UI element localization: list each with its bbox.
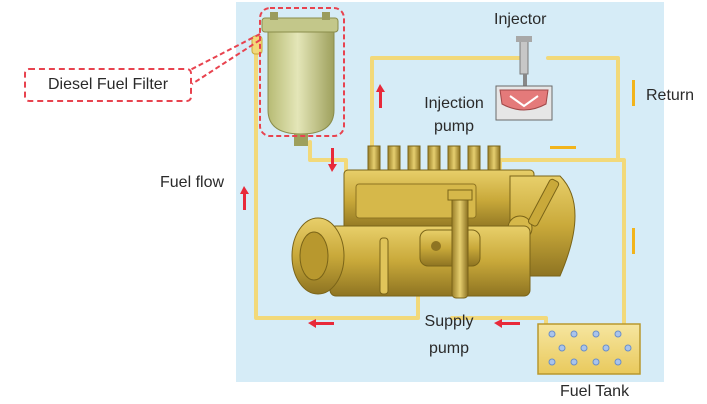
injection-pump-label-line1: Injection: [424, 95, 484, 112]
fuel-tank: [537, 323, 641, 375]
flow-arrows-return: [550, 80, 635, 254]
arrow-return-icon: [632, 228, 635, 254]
arrow-return-icon: [632, 80, 635, 106]
arrow-left-icon: [308, 319, 334, 328]
flow-arrows-supply: [240, 84, 520, 328]
injection-pump-label: Injection pump: [416, 94, 492, 136]
arrow-up-icon: [376, 84, 385, 108]
fuel-filter: [251, 12, 339, 146]
arrow-return-icon: [550, 146, 576, 149]
diesel-fuel-filter-callout: Diesel Fuel Filter: [24, 68, 192, 102]
arrow-left-icon: [494, 319, 520, 328]
supply-pump-label: Supply pump: [414, 312, 484, 358]
diesel-fuel-filter-label: Diesel Fuel Filter: [47, 76, 169, 93]
filter-highlight: [189, 7, 345, 137]
injector-label: Injector: [494, 11, 547, 28]
arrow-up-icon: [240, 186, 249, 210]
supply-pump-label-line2: pump: [428, 340, 470, 357]
return-label: Return: [646, 87, 695, 104]
fuel-tank-label: Fuel Tank: [560, 383, 630, 400]
injector: [495, 36, 553, 121]
injection-pump-label-line2: pump: [433, 118, 475, 135]
arrow-down-icon: [328, 148, 337, 172]
fuel-flow-label: Fuel flow: [160, 174, 225, 191]
injection-pump: [291, 145, 576, 299]
supply-pump-label-line1: Supply: [424, 313, 474, 330]
